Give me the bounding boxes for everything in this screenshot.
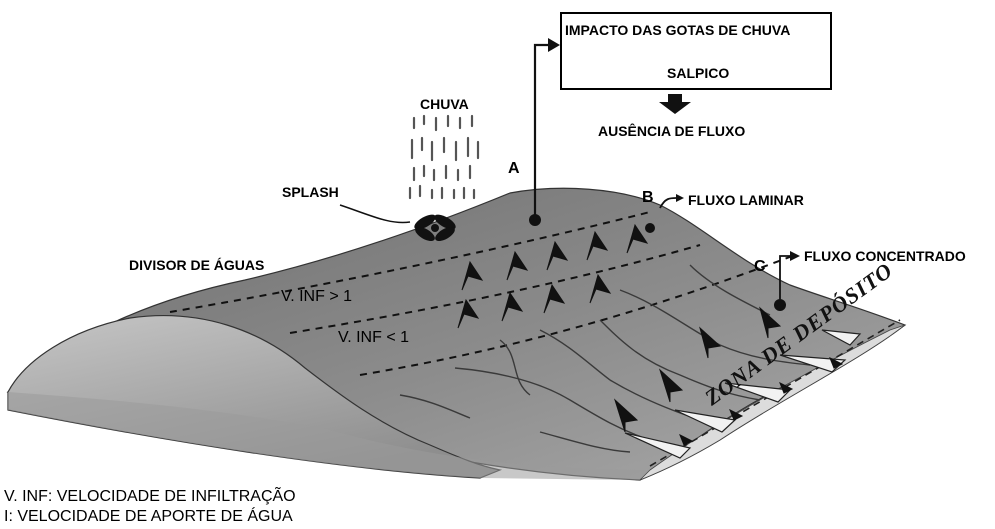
divisor-label: DIVISOR DE ÁGUAS [129,258,264,272]
legend-aporte: I: VELOCIDADE DE APORTE DE ÁGUA [4,509,293,525]
ausencia-label: AUSÊNCIA DE FLUXO [598,124,745,138]
point-a-label: A [508,161,520,177]
point-b-label: B [642,190,654,206]
point-b-arrowhead [676,194,684,202]
ausencia-arrow-icon [659,94,691,114]
chuva-label: CHUVA [420,97,469,111]
salpico-label: SALPICO [667,66,729,80]
vinf-gt-label: V. INF > 1 [281,289,352,305]
point-b-dot [645,223,655,233]
impacto-label: IMPACTO DAS GOTAS DE CHUVA [565,23,790,37]
splash-label: SPLASH [282,185,339,199]
splash-pointer [340,205,410,223]
point-c-label: C [754,259,766,275]
legend-vinf: V. INF: VELOCIDADE DE INFILTRAÇÃO [4,489,296,505]
rain-streaks [410,116,478,198]
point-c-dot [774,299,786,311]
point-a-arrowhead [548,38,560,52]
vinf-lt-label: V. INF < 1 [338,330,409,346]
fluxo-laminar-label: FLUXO LAMINAR [688,193,804,207]
point-c-arrowhead [790,251,800,261]
